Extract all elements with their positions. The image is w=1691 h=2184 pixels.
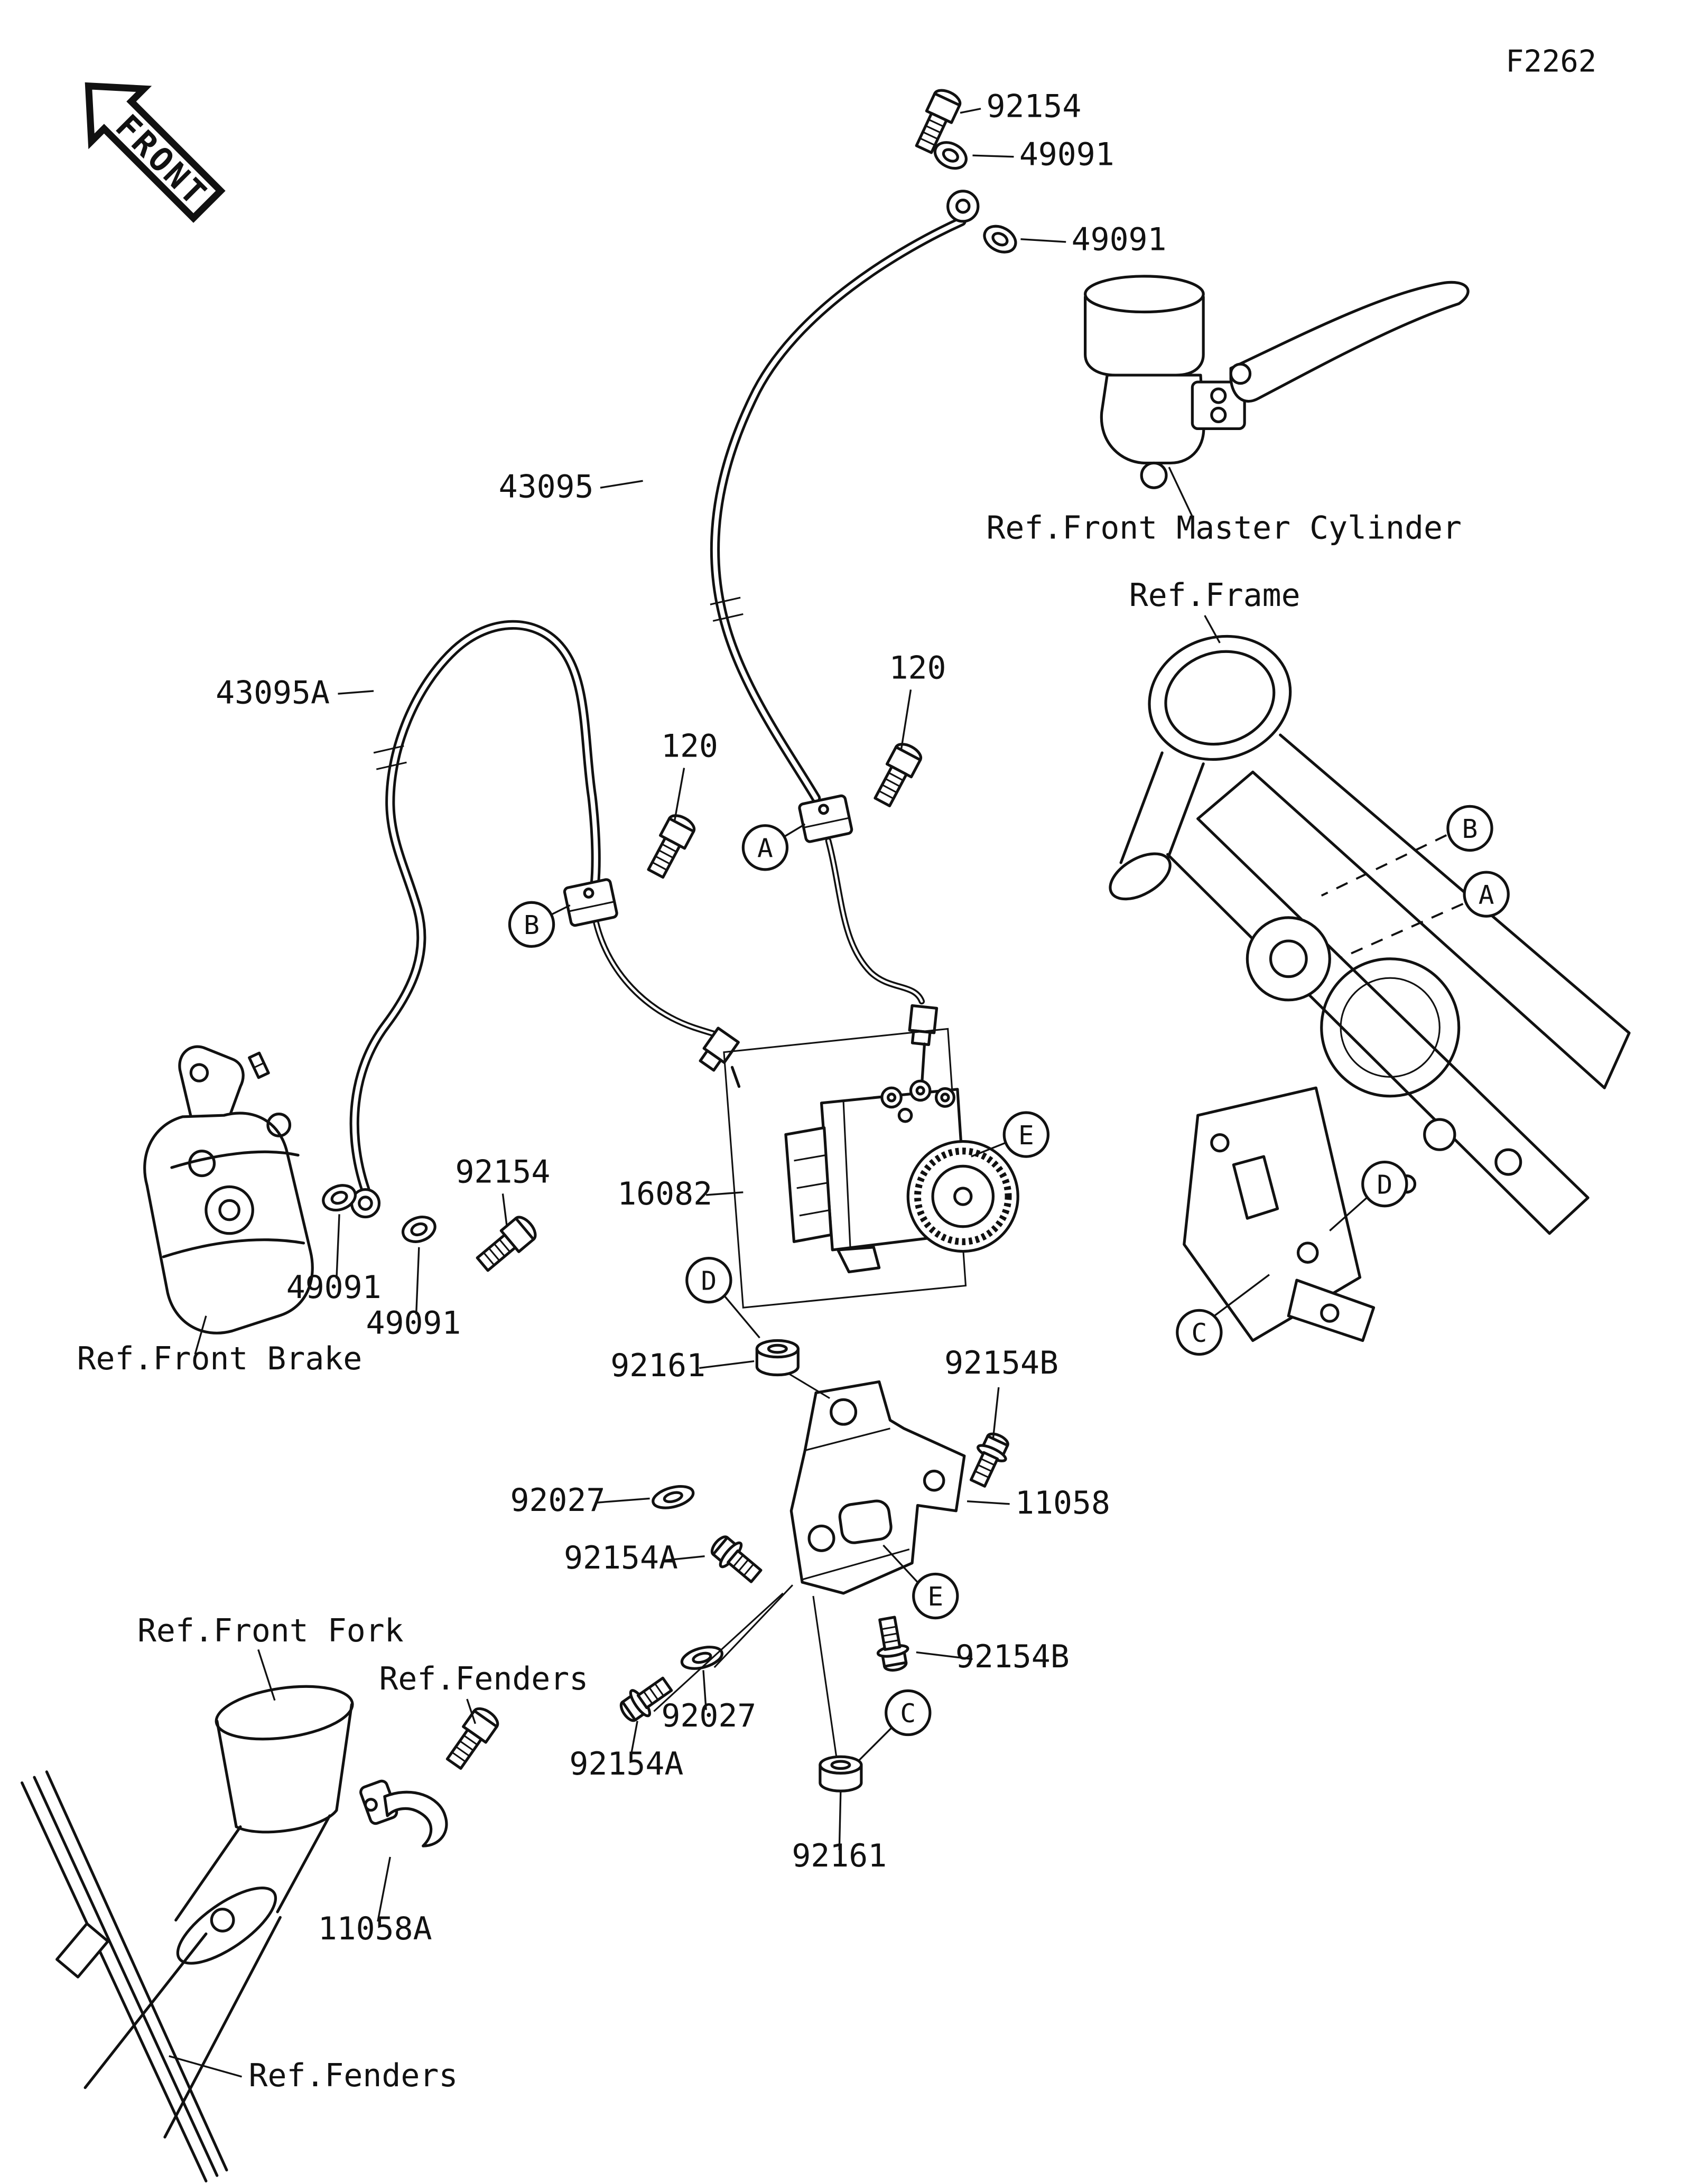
clamp-bolt-120-icon [870,740,924,808]
brake-hose-43095a-drawing [349,620,601,1219]
figure-code: F2262 [1506,44,1596,79]
front-brake-ref-drawing [143,1045,314,1334]
frame-ref-drawing [1109,634,1631,1342]
part-label-49091-4: 49091 [366,1305,461,1342]
callout-letter: C [1192,1318,1207,1348]
part-label-92161-2: 92161 [792,1838,887,1874]
brake-hose-43095-drawing [710,190,980,803]
brake-pipe-drawing [593,837,937,1088]
callout-b-2: B [1446,805,1493,852]
bracket-11058-drawing [789,1380,966,1595]
part-label-43095a: 43095A [216,675,330,711]
callout-letter: A [757,833,773,863]
callout-letter: E [927,1581,943,1612]
part-label-49091-1: 49091 [1019,136,1114,173]
bolt-92154a-icon [707,1531,766,1588]
callout-letter: A [1479,880,1494,910]
callout-letter: B [524,910,540,940]
part-label-92161-1: 92161 [610,1348,705,1384]
callout-d-2: D [1361,1160,1408,1208]
part-label-120-2: 120 [661,729,718,765]
ref-label-frame: Ref.Frame [1129,577,1300,614]
callout-a-2: A [1463,871,1510,918]
part-label-92154-top: 92154 [986,88,1081,125]
part-label-43095: 43095 [499,469,594,505]
callout-letter: D [701,1265,717,1296]
part-label-92027-1: 92027 [510,1482,605,1519]
master-cylinder-ref-drawing [1084,275,1470,489]
part-label-92154b-2: 92154B [955,1639,1070,1675]
part-label-92154a-2: 92154A [569,1746,683,1782]
ref-label-fenders-2: Ref.Fenders [249,2058,458,2094]
callout-e-1: E [1002,1111,1050,1158]
callout-letter: D [1377,1169,1392,1200]
damper-92161-icon [820,1757,861,1791]
ref-label-front-master-cylinder: Ref.Front Master Cylinder [986,510,1462,546]
leader-lines [169,108,1464,2078]
abs-unit-16082-drawing [723,1028,1019,1309]
part-label-11058: 11058 [1015,1485,1110,1522]
callout-letter: C [900,1698,916,1729]
washer-49091-icon [399,1213,439,1246]
part-label-49091-2: 49091 [1072,221,1167,258]
washer-49091-icon [980,221,1020,257]
part-label-11058a: 11058A [318,1911,432,1947]
callout-letter: B [1462,814,1478,844]
callout-a-1: A [741,824,789,871]
hose-clamp-b-drawing [563,878,618,927]
fender-bracket-11058a-drawing [359,1779,448,1847]
washer-92027-icon [651,1482,695,1511]
part-label-16082: 16082 [617,1176,712,1212]
bolt-92154b-icon [872,1616,911,1673]
callout-c-2: C [1176,1309,1223,1356]
pipe-fitting-icon [908,1006,937,1046]
callout-d-1: D [685,1256,732,1304]
part-label-120-1: 120 [889,650,946,687]
bolt-92154b-icon [964,1430,1014,1490]
ref-label-fenders-1: Ref.Fenders [379,1661,588,1697]
callout-letter: E [1018,1120,1034,1151]
callout-b-1: B [508,901,555,948]
part-label-92154a-1: 92154A [564,1540,678,1576]
ref-label-front-fork: Ref.Front Fork [137,1613,404,1649]
front-arrow-label: FRONT [108,107,216,214]
callout-e-2: E [912,1572,959,1620]
part-label-49091-3: 49091 [286,1270,382,1306]
front-direction-arrow: FRONT [85,82,226,223]
hose-clamp-a-drawing [798,794,853,843]
part-label-92027-2: 92027 [661,1698,756,1734]
callout-c-1: C [885,1689,932,1737]
front-fork-ref-drawing [20,1685,354,2183]
ref-label-front-brake: Ref.Front Brake [77,1341,363,1377]
part-label-92154-mid: 92154 [455,1154,550,1191]
part-label-92154b-1: 92154B [944,1345,1058,1382]
clamp-bolt-120-icon [644,812,697,880]
damper-92161-icon [757,1341,798,1375]
